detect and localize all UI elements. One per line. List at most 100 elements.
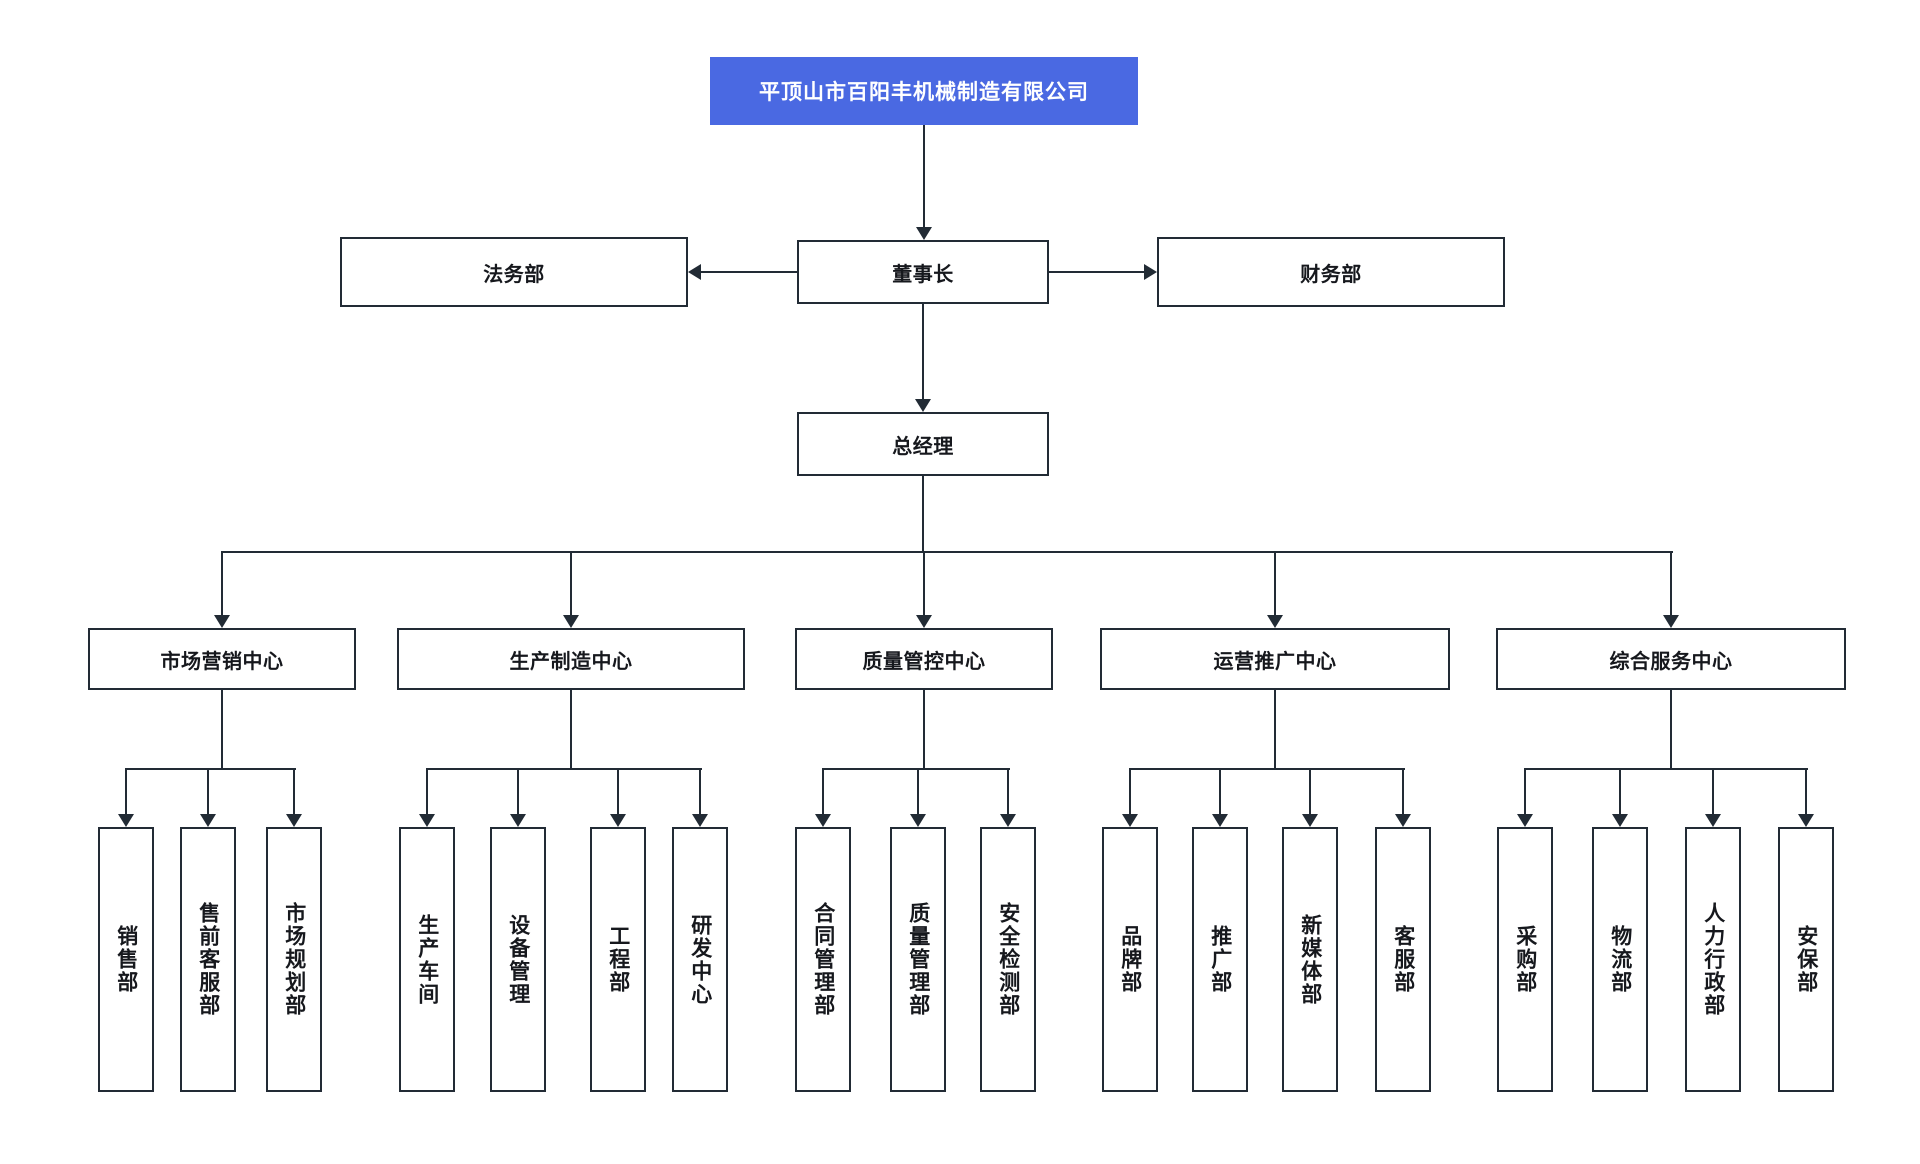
- connector-chairman-to-legal: [701, 271, 797, 273]
- connector-center-2-stem: [570, 690, 572, 768]
- org-node-department[interactable]: 工程部: [590, 827, 646, 1092]
- org-node-department[interactable]: 采购部: [1497, 827, 1553, 1092]
- org-node-center-1[interactable]: 市场营销中心: [88, 628, 356, 690]
- connector-center-5-to-dept-1: [1524, 768, 1526, 814]
- org-node-legal-department[interactable]: 法务部: [340, 237, 688, 307]
- arrowhead-center-2-to-dept-2: [510, 814, 526, 827]
- department-label: 人力行政部: [1701, 902, 1725, 1017]
- connector-center-3-to-dept-1: [822, 768, 824, 814]
- department-label: 质量管理部: [906, 902, 930, 1017]
- arrowhead-center-5-to-dept-1: [1517, 814, 1533, 827]
- arrowhead-center-5-to-dept-3: [1705, 814, 1721, 827]
- connector-chairman-to-general-manager: [922, 304, 924, 399]
- org-node-department[interactable]: 质量管理部: [890, 827, 946, 1092]
- arrowhead-center-3-to-dept-1: [815, 814, 831, 827]
- department-label: 采购部: [1513, 925, 1537, 994]
- org-node-department[interactable]: 物流部: [1592, 827, 1648, 1092]
- org-node-department[interactable]: 销售部: [98, 827, 154, 1092]
- connector-center-5-to-dept-2: [1619, 768, 1621, 814]
- connector-center-2-to-dept-4: [699, 768, 701, 814]
- arrowhead-chairman-to-finance: [1144, 264, 1157, 280]
- arrowhead-center-3-to-dept-3: [1000, 814, 1016, 827]
- arrowhead-root-to-chairman: [916, 227, 932, 240]
- connector-center-4-to-dept-3: [1309, 768, 1311, 814]
- connector-center-2-to-dept-1: [426, 768, 428, 814]
- arrowhead-center-3-to-dept-2: [910, 814, 926, 827]
- department-label: 研发中心: [688, 913, 712, 1006]
- department-label: 售前客服部: [196, 902, 220, 1017]
- arrowhead-center-5-to-dept-2: [1612, 814, 1628, 827]
- department-label: 安全检测部: [996, 902, 1020, 1017]
- connector-center-1-to-dept-3: [293, 768, 295, 814]
- arrowhead-center-4-to-dept-3: [1302, 814, 1318, 827]
- org-node-department[interactable]: 研发中心: [672, 827, 728, 1092]
- arrowhead-bus-to-center-1: [214, 615, 230, 628]
- connector-center-3-to-dept-2: [917, 768, 919, 814]
- connector-leaf-bus-1: [126, 768, 296, 770]
- connector-leaf-bus-2: [427, 768, 702, 770]
- arrowhead-center-5-to-dept-4: [1798, 814, 1814, 827]
- connector-center-2-to-dept-2: [517, 768, 519, 814]
- org-node-department[interactable]: 安保部: [1778, 827, 1834, 1092]
- department-label: 物流部: [1608, 925, 1632, 994]
- department-label: 销售部: [114, 925, 138, 994]
- connector-center-5-to-dept-3: [1712, 768, 1714, 814]
- org-node-company-root[interactable]: 平顶山市百阳丰机械制造有限公司: [710, 57, 1138, 125]
- connector-leaf-bus-3: [823, 768, 1010, 770]
- arrowhead-center-1-to-dept-2: [200, 814, 216, 827]
- org-node-center-3[interactable]: 质量管控中心: [795, 628, 1053, 690]
- arrowhead-center-2-to-dept-1: [419, 814, 435, 827]
- org-node-chairman[interactable]: 董事长: [797, 240, 1049, 304]
- org-node-department[interactable]: 售前客服部: [180, 827, 236, 1092]
- connector-bus-to-center-5: [1670, 551, 1672, 615]
- connector-center-4-to-dept-2: [1219, 768, 1221, 814]
- department-label: 市场规划部: [282, 902, 306, 1017]
- org-node-department[interactable]: 安全检测部: [980, 827, 1036, 1092]
- org-node-center-5[interactable]: 综合服务中心: [1496, 628, 1846, 690]
- org-node-department[interactable]: 品牌部: [1102, 827, 1158, 1092]
- connector-center-1-to-dept-1: [125, 768, 127, 814]
- connector-center-1-to-dept-2: [207, 768, 209, 814]
- connector-leaf-bus-5: [1525, 768, 1808, 770]
- org-node-center-4[interactable]: 运营推广中心: [1100, 628, 1450, 690]
- org-node-center-2[interactable]: 生产制造中心: [397, 628, 745, 690]
- org-node-department[interactable]: 客服部: [1375, 827, 1431, 1092]
- department-label: 生产车间: [415, 913, 439, 1006]
- connector-center-1-stem: [221, 690, 223, 768]
- department-label: 工程部: [606, 925, 630, 994]
- arrowhead-chairman-to-general-manager: [915, 399, 931, 412]
- connector-center-5-stem: [1670, 690, 1672, 768]
- org-node-department[interactable]: 推广部: [1192, 827, 1248, 1092]
- arrowhead-center-2-to-dept-3: [610, 814, 626, 827]
- org-node-department[interactable]: 设备管理: [490, 827, 546, 1092]
- arrowhead-center-2-to-dept-4: [692, 814, 708, 827]
- org-node-general-manager[interactable]: 总经理: [797, 412, 1049, 476]
- department-label: 客服部: [1391, 925, 1415, 994]
- connector-center-3-to-dept-3: [1007, 768, 1009, 814]
- connector-bus-to-center-4: [1274, 551, 1276, 615]
- connector-leaf-bus-4: [1130, 768, 1405, 770]
- org-node-department[interactable]: 市场规划部: [266, 827, 322, 1092]
- arrowhead-center-4-to-dept-2: [1212, 814, 1228, 827]
- connector-bus-centers: [222, 551, 1673, 553]
- connector-center-4-to-dept-1: [1129, 768, 1131, 814]
- department-label: 安保部: [1794, 925, 1818, 994]
- arrowhead-bus-to-center-5: [1663, 615, 1679, 628]
- org-node-department[interactable]: 生产车间: [399, 827, 455, 1092]
- org-node-department[interactable]: 新媒体部: [1282, 827, 1338, 1092]
- org-node-finance-department[interactable]: 财务部: [1157, 237, 1505, 307]
- department-label: 设备管理: [506, 913, 530, 1006]
- org-node-department[interactable]: 人力行政部: [1685, 827, 1741, 1092]
- org-node-department[interactable]: 合同管理部: [795, 827, 851, 1092]
- connector-bus-to-center-1: [221, 551, 223, 615]
- department-label: 新媒体部: [1298, 913, 1322, 1006]
- arrowhead-center-1-to-dept-3: [286, 814, 302, 827]
- connector-root-to-chairman: [923, 125, 925, 227]
- arrowhead-bus-to-center-2: [563, 615, 579, 628]
- arrowhead-center-1-to-dept-1: [118, 814, 134, 827]
- connector-center-4-to-dept-4: [1402, 768, 1404, 814]
- arrowhead-bus-to-center-4: [1267, 615, 1283, 628]
- arrowhead-center-4-to-dept-4: [1395, 814, 1411, 827]
- department-label: 推广部: [1208, 925, 1232, 994]
